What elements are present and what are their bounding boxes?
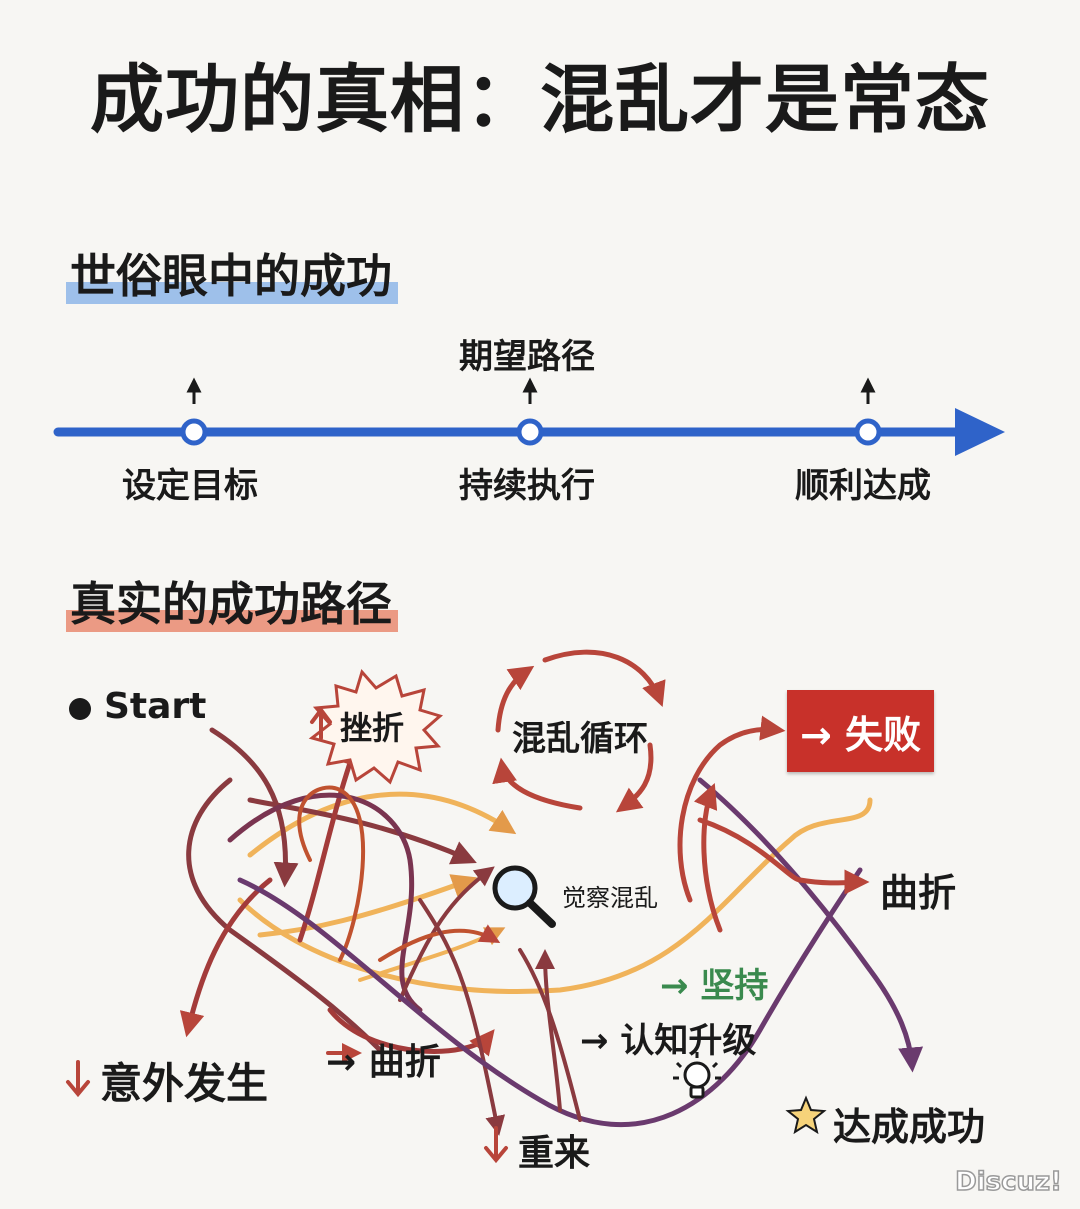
failure-box: → 失败 [787, 690, 934, 772]
real-heading: 真实的成功路径 [66, 568, 398, 634]
start-label: Start [104, 686, 207, 727]
twist-right-label: 曲折 [880, 871, 957, 915]
down-arrow-icon [484, 1126, 508, 1164]
worldly-heading: 世俗眼中的成功 [66, 240, 398, 306]
messy-path-lines [179, 649, 924, 1136]
real-heading-text: 真实的成功路径 [70, 577, 392, 631]
expected-path-timeline [53, 377, 1005, 456]
down-arrow-icon [66, 1060, 90, 1098]
persist-label: → 坚持 [660, 966, 769, 1006]
step-label-goal: 设定目标 [122, 466, 258, 506]
cognition-label: → 认知升级 [580, 1021, 757, 1061]
timeline-node-execute [516, 377, 544, 446]
magnifier-icon [492, 865, 556, 928]
step-label-achieve: 顺利达成 [795, 466, 931, 506]
twist-bottom-label: → 曲折 [326, 1042, 441, 1083]
lightbulb-icon [673, 1052, 721, 1099]
watermark: Discuz! [954, 1166, 1062, 1198]
page-title: 成功的真相：混乱才是常态 [90, 57, 990, 143]
success-label: 达成成功 [833, 1105, 986, 1149]
timeline-node-goal [180, 377, 208, 446]
setback-starburst [308, 668, 444, 785]
restart-label: 重来 [518, 1133, 591, 1174]
timeline-arrowhead [955, 408, 1005, 456]
chaos-cycle-label: 混乱循环 [512, 719, 648, 759]
up-arrow-icon [310, 706, 332, 740]
timeline-node-achieve [854, 377, 882, 446]
awareness-label: 觉察混乱 [562, 884, 658, 912]
setback-label: 挫折 [340, 709, 405, 747]
accident-label: 意外发生 [100, 1059, 269, 1108]
start-dot-icon [69, 698, 91, 720]
star-icon [785, 1095, 827, 1135]
worldly-heading-text: 世俗眼中的成功 [70, 249, 392, 303]
step-label-execute: 持续执行 [459, 466, 595, 506]
expected-path-label: 期望路径 [459, 337, 595, 377]
